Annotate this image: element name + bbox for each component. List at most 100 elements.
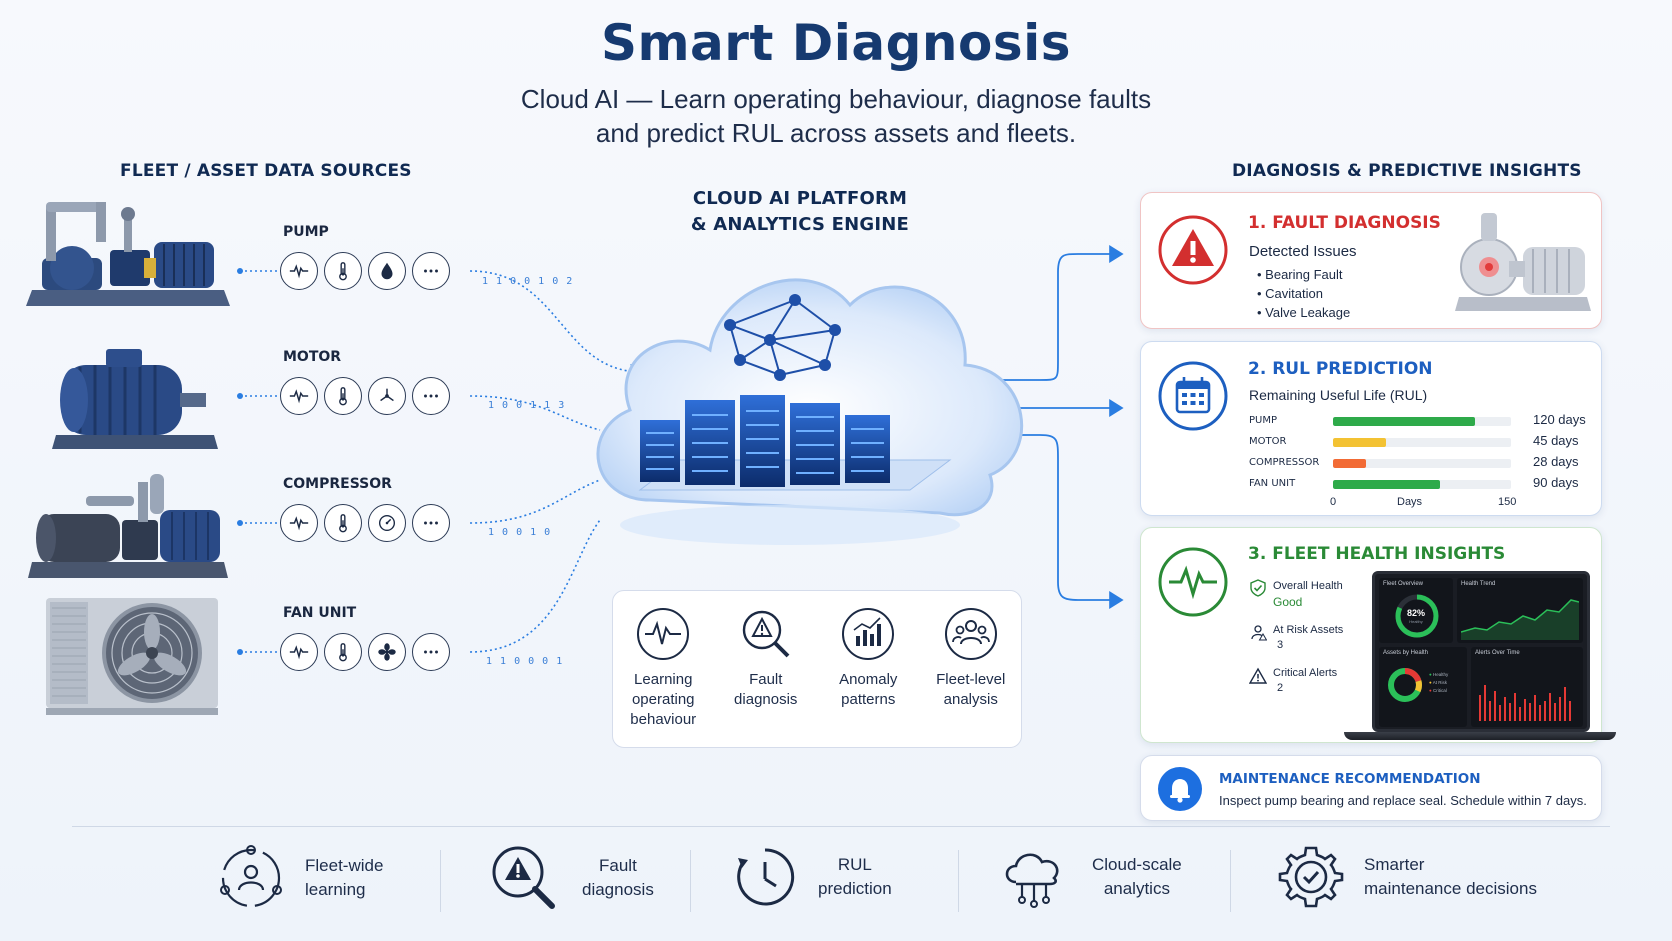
more-icon[interactable] [412,504,450,542]
capability-fleet-analysis[interactable]: Fleet-level analysis [921,606,1021,730]
waveform-icon [637,608,690,660]
capabilities-list: Learning operating behaviour Fault diagn… [612,606,1022,730]
asset-label-fan-unit: FAN UNIT [283,605,357,621]
rul-axis-max: 150 [1498,496,1517,508]
rul-bar-value: 28 days [1533,454,1579,469]
rul-bar-value: 45 days [1533,433,1579,448]
fleet-item-label: Overall Health [1273,580,1343,592]
sensor-row-motor [280,377,450,415]
fleet-item-value: 3 [1277,639,1284,651]
dashboard-overview-label: Fleet Overview [1383,581,1424,587]
fault-issues-list: • Bearing Fault • Cavitation • Valve Lea… [1257,265,1350,322]
fault-diagnosis-icon [492,846,555,909]
more-icon[interactable] [412,252,450,290]
platform-heading-line-2: & ANALYTICS ENGINE [690,214,910,235]
heartbeat-icon [1158,547,1228,617]
cloud-network-icon [1005,853,1059,908]
vibration-icon[interactable] [280,377,318,415]
sensor-row-compressor [280,504,450,542]
rotation-icon[interactable] [368,377,406,415]
fault-diagnosis-panel[interactable]: 1. FAULT DIAGNOSIS Detected Issues • Bea… [1140,192,1602,329]
compressor-image [28,474,228,578]
fleet-item-label: Critical Alerts [1273,667,1338,679]
rul-bar-track-compressor [1333,459,1511,468]
capability-label: Learning operating behaviour [630,671,697,728]
rul-clock-icon [737,848,795,906]
pressure-gauge-icon[interactable] [368,504,406,542]
rul-bar-fill-compressor [1333,459,1367,468]
fleet-health-title: 3. FLEET HEALTH INSIGHTS [1248,544,1506,564]
gear-check-icon [1278,846,1344,908]
capability-anomaly[interactable]: Anomaly patterns [818,606,918,730]
anomaly-chart-icon [842,608,895,660]
fan-icon[interactable] [368,633,406,671]
platform-heading-line-1: CLOUD AI PLATFORM [692,188,908,209]
rul-bar-fill-fan-unit [1333,480,1440,489]
page-title: Smart Diagnosis [600,14,1072,72]
legend-at-risk: ● At Risk [1429,680,1447,685]
benefit-divider [1230,850,1231,912]
benefit-divider [440,850,441,912]
data-stream-pump: 1 1 0 0 1 0 2 [482,276,574,287]
maintenance-recommendation-panel[interactable]: MAINTENANCE RECOMMENDATION Inspect pump … [1140,755,1602,821]
fault-issue-item: • Bearing Fault [1257,267,1343,282]
asset-label-motor: MOTOR [283,349,342,365]
laptop-dashboard: Fleet Overview 82% Healthy Health Trend … [1372,571,1590,732]
fleet-item-value: Good [1273,595,1303,609]
vibration-icon[interactable] [280,252,318,290]
rul-bar-track-fan-unit [1333,480,1511,489]
temperature-icon[interactable] [324,504,362,542]
fault-issue-item: • Cavitation [1257,286,1323,301]
fault-alert-icon [1158,215,1228,285]
temperature-icon[interactable] [324,252,362,290]
pump-image [26,202,230,306]
vibration-icon[interactable] [280,504,318,542]
dashboard-alerts-over-time: Alerts Over Time [1471,647,1583,727]
rul-bar-fill-motor [1333,438,1387,447]
subtitle-line-2: and predict RUL across assets and fleets… [595,118,1077,148]
sensor-row-fan-unit [280,633,450,671]
benefit-divider [958,850,959,912]
data-stream-compressor: 1 0 0 1 0 [488,527,552,538]
fleet-gauge-value: 82% [1406,608,1425,618]
fleet-gauge-caption: Healthy [1409,619,1423,624]
subtitle-line-1: Cloud AI — Learn operating behaviour, di… [520,84,1152,114]
rul-bar-value: 120 days [1533,412,1586,427]
temperature-icon[interactable] [324,633,362,671]
check-shield-icon [1250,579,1266,597]
fleet-item-label: At Risk Assets [1273,624,1344,636]
platform-heading: CLOUD AI PLATFORM & ANALYTICS ENGINE [640,186,960,238]
data-stream-fan: 1 1 0 0 0 1 [486,656,564,667]
benefit-divider [690,850,691,912]
capability-learning[interactable]: Learning operating behaviour [613,606,713,730]
capability-fault-diagnosis[interactable]: Fault diagnosis [716,606,816,730]
fleet-learning-icon [220,845,282,908]
fault-diagnosis-title: 1. FAULT DIAGNOSIS [1248,213,1441,233]
more-icon[interactable] [412,377,450,415]
fault-search-icon [742,610,790,658]
cloud-ai-platform-graphic [596,278,1024,545]
vibration-icon[interactable] [280,633,318,671]
bell-icon [1158,767,1202,811]
recommendation-title: MAINTENANCE RECOMMENDATION [1219,771,1481,787]
fault-issue-item: • Valve Leakage [1257,305,1351,320]
sources-heading: FLEET / ASSET DATA SOURCES [120,161,412,181]
legend-critical: ● Critical [1429,688,1447,693]
laptop-base [1344,732,1616,740]
health-trend-line [1461,599,1579,640]
rul-bar-track-pump [1333,417,1511,426]
asset-label-compressor: COMPRESSOR [283,476,392,492]
rul-bar-label: FAN UNIT [1249,478,1296,489]
fan-unit-image [46,598,218,715]
data-stream-motor: 1 0 0 1 1 3 [488,400,566,411]
temperature-icon[interactable] [324,377,362,415]
more-icon[interactable] [412,633,450,671]
fluid-drop-icon[interactable] [368,252,406,290]
bottom-divider [72,826,1610,827]
rul-bar-label: MOTOR [1249,436,1287,447]
rul-prediction-panel[interactable]: 2. RUL PREDICTION Remaining Useful Life … [1140,341,1602,516]
